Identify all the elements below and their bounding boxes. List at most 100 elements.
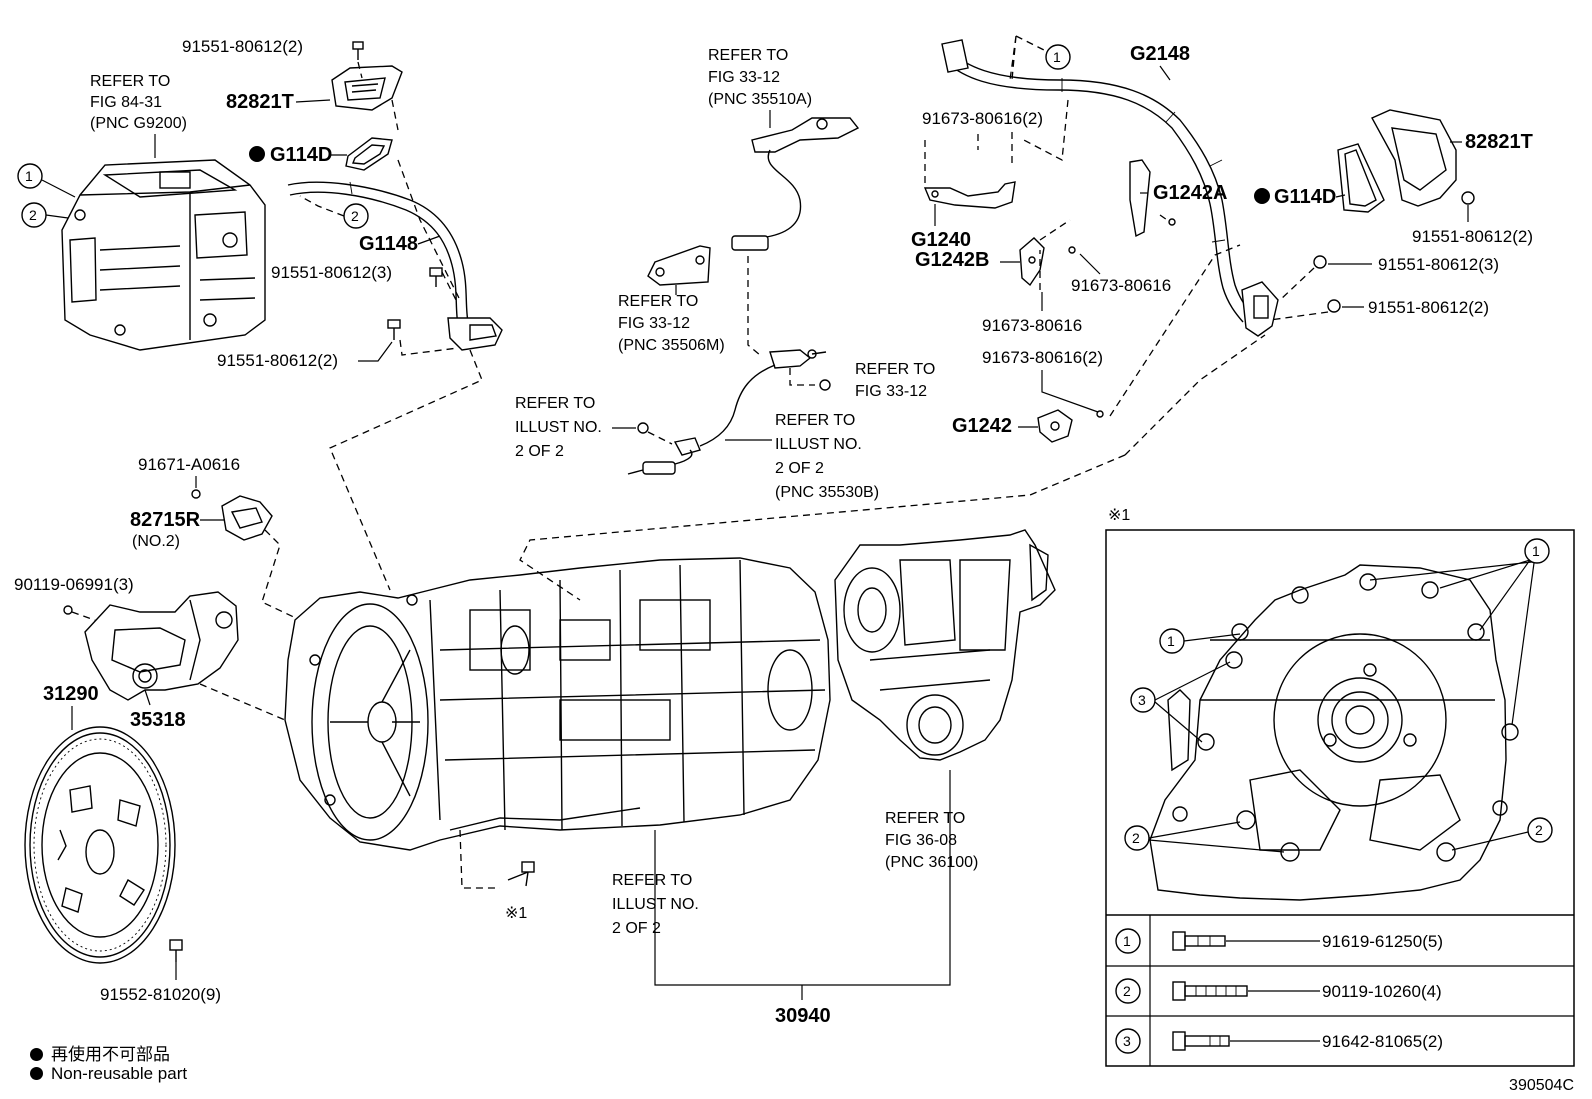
part-number-bolt: 91551-80612(3) bbox=[1378, 255, 1499, 274]
transfer-case-illustration bbox=[834, 529, 1056, 761]
transmission-rear-view-illustration bbox=[1149, 564, 1519, 901]
inverter-refer-l3: (PNC G9200) bbox=[90, 115, 187, 132]
part-number-clip: 91671-A0616 bbox=[138, 455, 240, 474]
row-number: 2 bbox=[1123, 983, 1131, 999]
bolt-illustration bbox=[1327, 299, 1341, 313]
part-number-cable-right: G2148 bbox=[1130, 43, 1190, 65]
wire-bracket-illustration bbox=[769, 349, 817, 369]
callout-circle bbox=[1527, 817, 1553, 843]
non-reusable-dot bbox=[249, 146, 265, 162]
bracket-refer-l3: (PNC 35506M) bbox=[618, 337, 725, 354]
speed-sensor-connector-illustration bbox=[751, 117, 860, 153]
inverter-illustration bbox=[61, 159, 266, 351]
part-number-bracket: G1242 bbox=[952, 415, 1012, 437]
bolt-illustration bbox=[1168, 218, 1176, 226]
bracket-no2-illustration bbox=[221, 495, 273, 541]
bolt-illustration bbox=[1096, 410, 1104, 418]
part-number-bracket: G1242B bbox=[915, 249, 990, 271]
callout-number: 1 bbox=[25, 168, 33, 184]
callout-number: 2 bbox=[1535, 822, 1543, 838]
legend-english: Non-reusable part bbox=[30, 1064, 187, 1084]
bullet-dot-icon bbox=[30, 1048, 43, 1061]
bracket-refer-l1: REFER TO bbox=[618, 293, 698, 310]
legend-en-text: Non-reusable part bbox=[51, 1064, 188, 1083]
sensor-refer-l3: (PNC 35510A) bbox=[708, 91, 812, 108]
bolt-illustration bbox=[352, 41, 364, 60]
callout-circle bbox=[1524, 538, 1550, 564]
engine-mount-illustration bbox=[84, 591, 239, 701]
sensor-refer-l1: REFER TO bbox=[708, 47, 788, 64]
illust-refer-bottom-l1: REFER TO bbox=[612, 872, 692, 889]
inverter-refer-l2: FIG 84-31 bbox=[90, 94, 162, 111]
part-number-bolt: 91552-81020(9) bbox=[100, 985, 221, 1004]
bolt-illustration bbox=[637, 422, 649, 434]
transmission-illustration bbox=[284, 557, 831, 851]
cable-connector-right-illustration bbox=[1241, 281, 1279, 337]
illust-refer-left-l2: ILLUST NO. bbox=[515, 419, 602, 436]
bolt-illustration bbox=[1461, 191, 1475, 205]
callout-circle bbox=[17, 163, 43, 189]
part-number-bracket: G1240 bbox=[911, 229, 971, 251]
callout-number: 2 bbox=[1132, 830, 1140, 846]
illust-refer-right-l3: 2 OF 2 bbox=[775, 460, 824, 477]
illust-refer-right-l4: (PNC 35530B) bbox=[775, 484, 879, 501]
inset-marker: ※1 bbox=[1108, 507, 1130, 524]
callout-number: 1 bbox=[1053, 49, 1061, 65]
callout-number: 1 bbox=[1532, 543, 1540, 559]
bolt-illustration bbox=[169, 939, 183, 962]
illust-refer-right-l1: REFER TO bbox=[775, 412, 855, 429]
bolt-illustration bbox=[429, 267, 443, 287]
part-number-bolt: 91673-80616 bbox=[1071, 276, 1171, 295]
speed-sensor-body-illustration bbox=[731, 235, 769, 251]
part-number-mount: 35318 bbox=[130, 709, 186, 731]
row-number: 3 bbox=[1123, 1033, 1131, 1049]
bracket-g1240-illustration bbox=[923, 181, 1016, 209]
part-number-bolt: 91673-80616(2) bbox=[922, 109, 1043, 128]
bracket-g1242b-illustration bbox=[1019, 237, 1045, 287]
terminal-cover-illustration bbox=[331, 65, 403, 111]
transfer-refer-l3: (PNC 36100) bbox=[885, 854, 978, 871]
part-number-bolt: 91551-80612(2) bbox=[217, 351, 338, 370]
bracket-refer-l2: FIG 33-12 bbox=[618, 315, 690, 332]
part-number-cover: 82821T bbox=[1465, 131, 1533, 153]
fig3312-refer-l2: FIG 33-12 bbox=[855, 383, 927, 400]
bullet-dot-icon bbox=[30, 1067, 43, 1080]
bracket-g1242-illustration bbox=[1037, 409, 1073, 443]
part-number-bolt: 91551-80612(3) bbox=[271, 263, 392, 282]
illust-refer-right-l2: ILLUST NO. bbox=[775, 436, 862, 453]
clip-illustration bbox=[191, 489, 201, 499]
transfer-refer-l2: FIG 36-08 bbox=[885, 832, 957, 849]
callout-number: 2 bbox=[29, 207, 37, 223]
harness-clamp-illustration bbox=[627, 437, 701, 475]
bolt-illustration bbox=[63, 605, 73, 615]
legend-jp-text: 再使用不可部品 bbox=[51, 1045, 170, 1064]
part-number-gasket: G114D bbox=[1274, 186, 1336, 208]
part-number-bolt: 91551-80612(2) bbox=[1368, 298, 1489, 317]
cable-connector-illustration bbox=[447, 317, 503, 351]
bracket-note: (NO.2) bbox=[132, 533, 180, 550]
callout-number: 3 bbox=[1138, 692, 1146, 708]
part-number-bolt: 91551-80612(2) bbox=[1412, 227, 1533, 246]
sensor-refer-l2: FIG 33-12 bbox=[708, 69, 780, 86]
inset-row-2: 2 90119-10260(4) bbox=[1115, 978, 1442, 1004]
gasket-right-illustration bbox=[1337, 143, 1385, 213]
part-number-cable-left: G1148 bbox=[359, 233, 418, 255]
non-reusable-dot bbox=[1254, 188, 1270, 204]
callout-number: 2 bbox=[351, 208, 359, 224]
bolt-illustration bbox=[819, 379, 831, 391]
illust-refer-left-l1: REFER TO bbox=[515, 395, 595, 412]
part-number-bolt: 91642-81065(2) bbox=[1322, 1032, 1443, 1051]
inverter-refer-l1: REFER TO bbox=[90, 73, 170, 90]
inset-row-1: 1 91619-61250(5) bbox=[1115, 928, 1443, 954]
callout-number: 1 bbox=[1167, 633, 1175, 649]
part-number-bolt: 91673-80616 bbox=[982, 316, 1082, 335]
drive-plate-illustration bbox=[24, 726, 176, 964]
callout-circle bbox=[1045, 44, 1071, 70]
bolt-illustration bbox=[1313, 255, 1327, 269]
cable-end-illustration bbox=[941, 39, 969, 73]
part-number-bracket: G1242A bbox=[1153, 182, 1228, 204]
part-number-cover: 82821T bbox=[226, 91, 294, 113]
illust-refer-bottom-l3: 2 OF 2 bbox=[612, 920, 661, 937]
part-number-transmission: 30940 bbox=[775, 1005, 831, 1027]
